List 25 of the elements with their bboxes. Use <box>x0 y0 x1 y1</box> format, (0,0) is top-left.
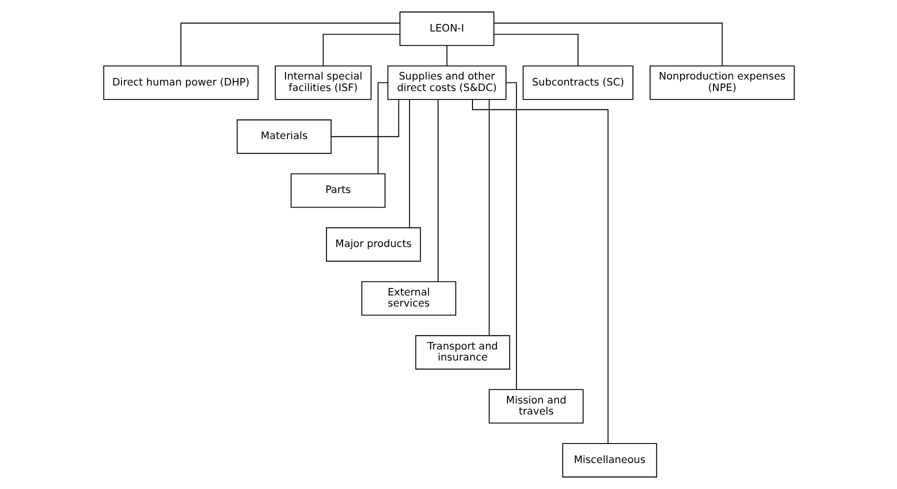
connector <box>330 98 399 138</box>
node-box: Miscellaneous <box>562 443 657 478</box>
connector <box>488 99 490 336</box>
node-box: Transport and insurance <box>414 335 510 370</box>
connector <box>492 22 722 66</box>
connector <box>492 34 578 66</box>
node-box: LEON-I <box>398 12 494 46</box>
node-box: Direct human power (DHP) <box>102 65 258 100</box>
connector <box>322 34 400 66</box>
node-box: Materials <box>236 119 332 154</box>
connector <box>472 99 608 444</box>
node-box: Major products <box>326 227 420 262</box>
connector <box>180 22 400 66</box>
connector <box>408 99 410 228</box>
connector <box>377 82 388 174</box>
node-box: Mission and travels <box>488 389 584 424</box>
node-box: Subcontracts (SC) <box>522 65 633 100</box>
node-box: Parts <box>290 173 386 208</box>
node-box: Supplies and other direct costs (S&DC) <box>386 65 506 100</box>
node-box: External services <box>360 281 456 316</box>
connector <box>505 82 516 390</box>
node-box: Nonproduction expenses (NPE) <box>649 65 794 100</box>
connector <box>437 99 438 282</box>
node-box: Internal special facilities (ISF) <box>274 65 372 100</box>
connector <box>446 45 447 66</box>
